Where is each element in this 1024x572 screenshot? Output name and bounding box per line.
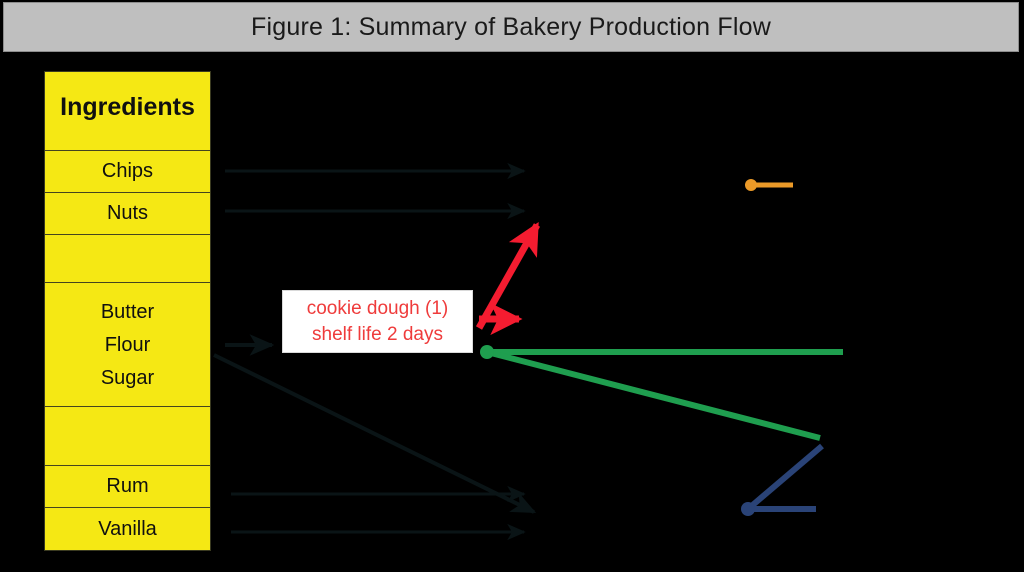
cookie-dough-callout: cookie dough (1) shelf life 2 days — [282, 290, 473, 353]
table-row-spacer-1 — [45, 235, 210, 283]
table-row-chips: Chips — [45, 151, 210, 193]
green-diagonal-line — [486, 349, 821, 441]
callout-line-2: shelf life 2 days — [312, 323, 443, 345]
green-node-dot — [480, 345, 494, 359]
table-row-nuts: Nuts — [45, 193, 210, 235]
ingredient-label-vanilla: Vanilla — [98, 517, 157, 540]
dough-up-arrow — [475, 221, 541, 330]
ingredient-label-butter: Butter — [100, 300, 155, 323]
ingredient-label-flour: Flour — [104, 333, 151, 356]
ingredient-label-nuts: Nuts — [106, 202, 149, 224]
blue-diagonal-line — [746, 443, 824, 512]
table-row-spacer-2 — [45, 407, 210, 466]
ingredient-label-sugar: Sugar — [100, 366, 155, 389]
table-row-base-ingredients: Butter Flour Sugar — [45, 283, 210, 407]
table-row-rum: Rum — [45, 466, 210, 508]
dough-diagonal-arrow — [213, 353, 537, 514]
ingredients-header-label: Ingredients — [60, 93, 195, 121]
orange-node-dot — [745, 179, 757, 191]
ingredients-table: Ingredients Chips Nuts Butter Flour Suga… — [44, 71, 211, 551]
ingredient-label-rum: Rum — [106, 475, 149, 497]
callout-line-1: cookie dough (1) — [306, 298, 449, 320]
page-title: Figure 1: Summary of Bakery Production F… — [251, 12, 771, 41]
blue-node-dot — [741, 502, 755, 516]
ingredients-table-header: Ingredients — [45, 72, 210, 151]
table-row-vanilla: Vanilla — [45, 508, 210, 550]
ingredient-label-chips: Chips — [101, 160, 154, 182]
figure-title-bar: Figure 1: Summary of Bakery Production F… — [3, 2, 1019, 52]
